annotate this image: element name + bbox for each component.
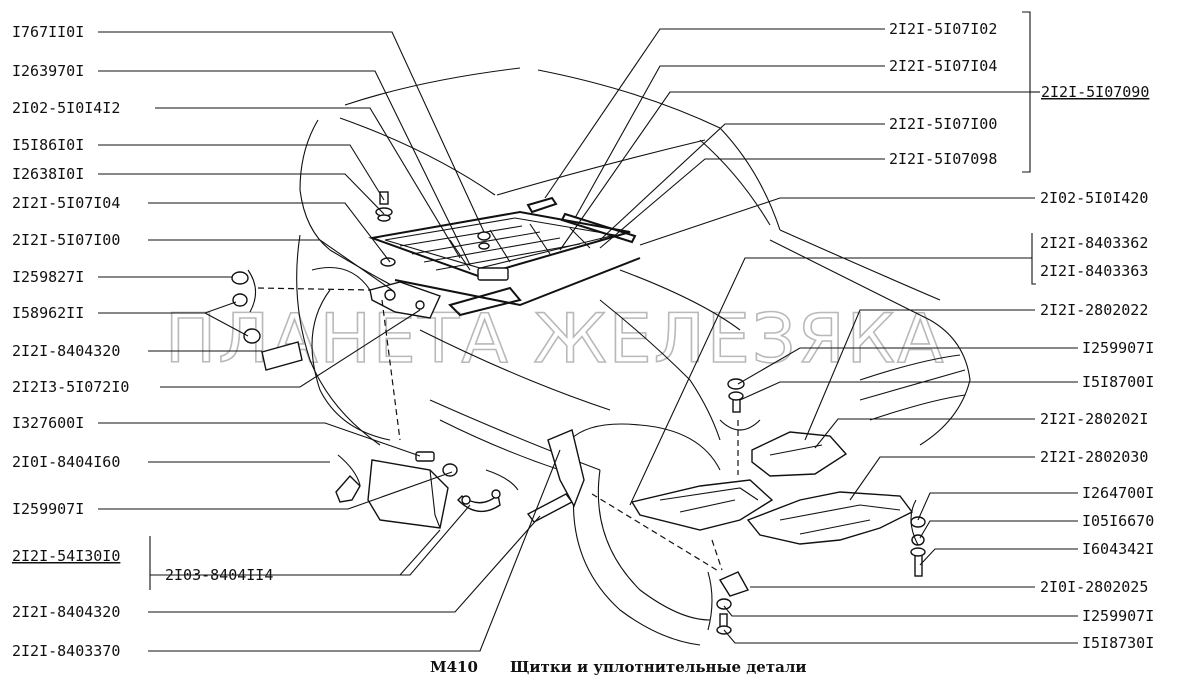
part-label: 2I2I-5I07I04	[889, 57, 997, 75]
part-label: I259907I	[1082, 339, 1154, 357]
leader-lines-left	[98, 31, 561, 652]
part-label: I259907I	[12, 500, 84, 518]
part-label: I263970I	[12, 62, 84, 80]
part-label: I767II0I	[12, 23, 84, 41]
part-label: 2I2I-2802030	[1040, 448, 1148, 466]
part-label: I264700I	[1082, 484, 1154, 502]
left-bracket-assembly	[231, 269, 441, 441]
part-label: 2I2I3-5I072I0	[12, 378, 129, 396]
part-label-assembly: 2I2I-54I30I0	[12, 547, 120, 565]
part-label: 2I2I-5I07I00	[889, 115, 997, 133]
part-label: 2I2I-2802022	[1040, 301, 1148, 319]
figure-code: M410	[430, 658, 478, 676]
part-label: I259907I	[1082, 607, 1154, 625]
part-label: I259827I	[12, 268, 84, 286]
part-label: 2I2I-8403370	[12, 642, 120, 660]
part-label: 2I2I-8404320	[12, 342, 120, 360]
washer-icon	[716, 598, 732, 610]
part-label: I5I86I0I	[12, 136, 84, 154]
part-label: 2I02-5I0I4I2	[12, 99, 120, 117]
part-label: I5I8730I	[1082, 634, 1154, 652]
nut-icon	[243, 328, 261, 344]
part-label: 2I2I-280202I	[1040, 410, 1148, 428]
labels-right: 2I2I-5I07I02 2I2I-5I07I04 2I2I-5I07090 2…	[889, 20, 1154, 652]
bolt-icon	[716, 613, 732, 635]
part-label: I604342I	[1082, 540, 1154, 558]
part-label: 2I2I-8404320	[12, 603, 120, 621]
part-label: I05I6670	[1082, 512, 1154, 530]
part-label: I5I8700I	[1082, 373, 1154, 391]
splash-shields	[591, 378, 926, 635]
part-label: I2638I0I	[12, 165, 84, 183]
lower-left-parts	[335, 429, 585, 529]
part-label: 2I03-8404II4	[165, 566, 273, 584]
nut-icon	[232, 293, 248, 307]
part-label: 2I2I-8403363	[1040, 262, 1148, 280]
part-label: 2I0I-8404I60	[12, 453, 120, 471]
part-label: 2I2I-5I07098	[889, 150, 997, 168]
car-body-outline	[296, 67, 971, 646]
washer-icon	[380, 257, 396, 267]
labels-left: I767II0I I263970I 2I02-5I0I4I2 I5I86I0I …	[12, 23, 273, 660]
part-label: 2I2I-5I07I00	[12, 231, 120, 249]
leader-lines-right	[544, 11, 1078, 644]
bolt-icon	[375, 191, 393, 222]
part-label: I58962II	[12, 304, 84, 322]
panel-fasteners	[375, 191, 491, 267]
washer-icon	[727, 378, 745, 390]
figure-title: Щитки и уплотнительные детали	[510, 658, 807, 676]
bolt-icon	[910, 547, 926, 577]
part-label: 2I2I-5I07I02	[889, 20, 997, 38]
part-label: 2I2I-5I07I04	[12, 194, 120, 212]
watermark: ПЛАНЕТА ЖЕЛЕЗЯКА	[165, 300, 946, 379]
part-label-assembly: 2I2I-5I07090	[1041, 83, 1149, 101]
part-label: 2I0I-2802025	[1040, 578, 1148, 596]
bolt-icon	[728, 391, 744, 413]
figure-caption: M410 Щитки и уплотнительные детали	[430, 658, 807, 676]
washer-icon	[910, 516, 926, 528]
part-label: 2I2I-8403362	[1040, 234, 1148, 252]
part-label: 2I02-5I0I420	[1040, 189, 1148, 207]
part-label: I327600I	[12, 414, 84, 432]
washer-icon	[231, 271, 249, 285]
